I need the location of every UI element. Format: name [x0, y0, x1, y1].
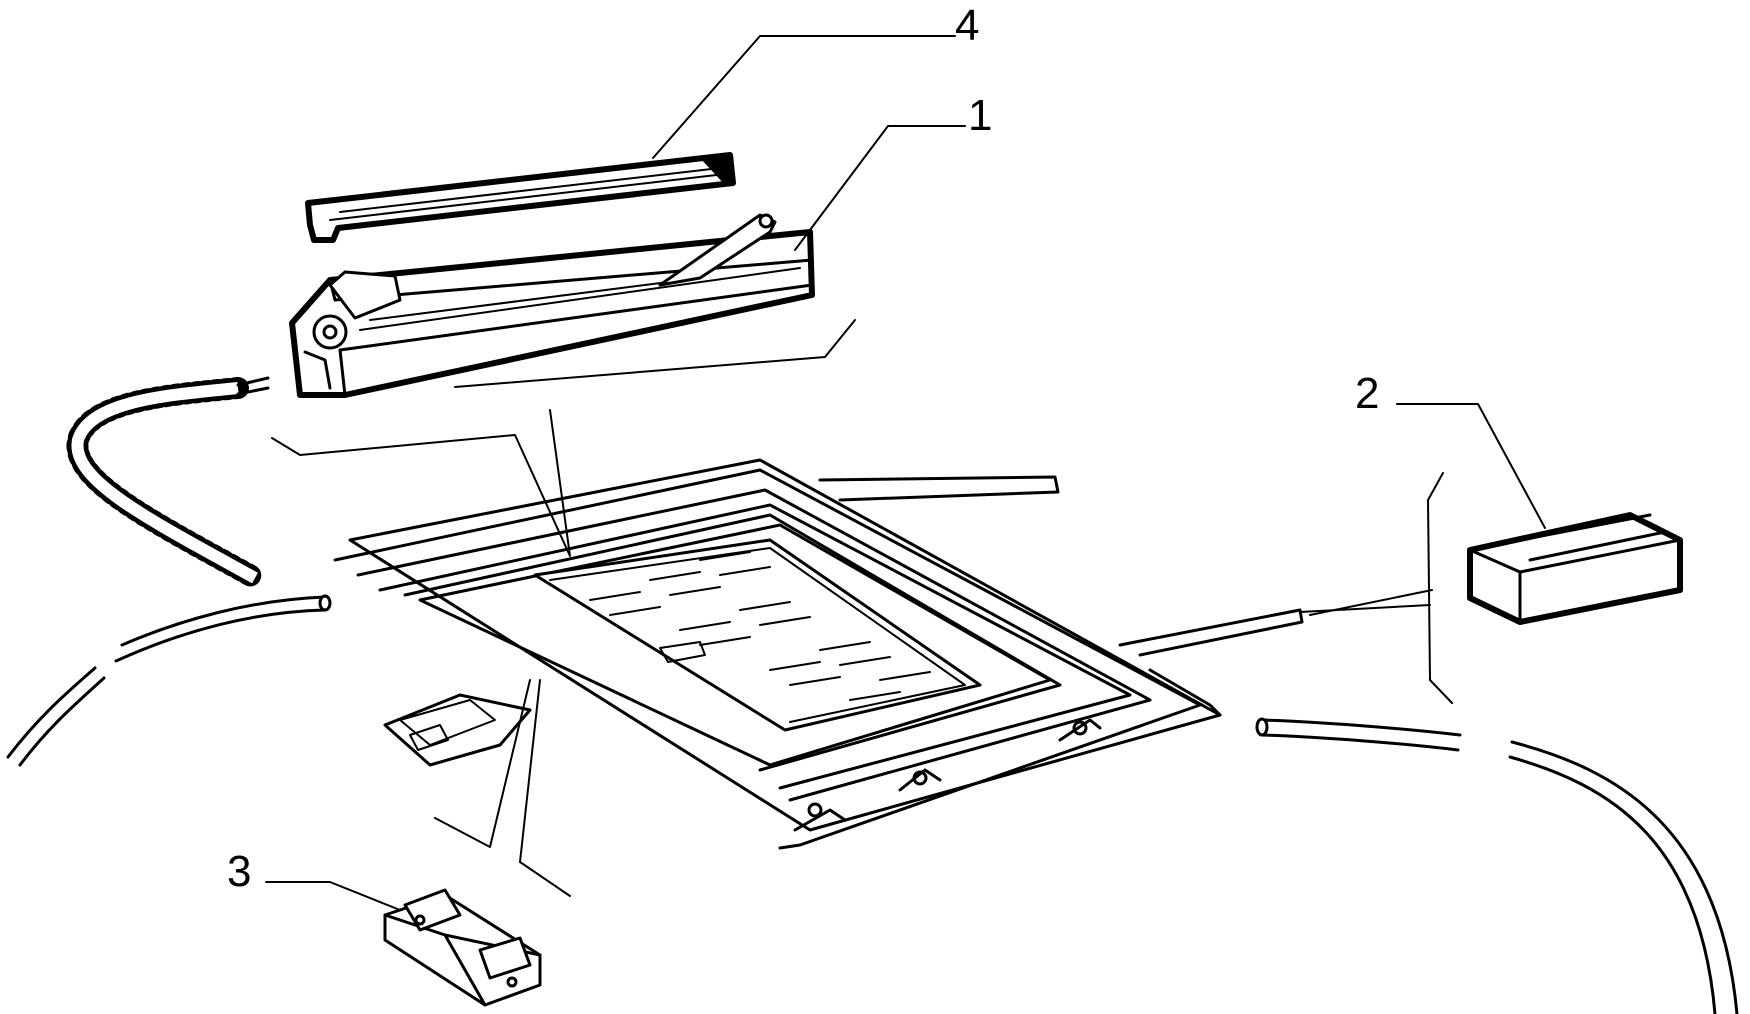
- callout-label-4: 4: [955, 1, 979, 50]
- lower-bracket-assembly: [383, 693, 532, 767]
- part-1-drive-housing: [289, 213, 815, 398]
- drain-hose-left: [6, 594, 332, 767]
- drive-cable-left: [66, 376, 270, 589]
- part-2-block: [1467, 512, 1683, 625]
- sunroof-frame: [333, 458, 1304, 850]
- callout-label-2: 2: [1355, 369, 1379, 418]
- callout-label-1: 1: [968, 91, 992, 140]
- drain-hose-right: [1255, 717, 1739, 1014]
- part-3-clip: [383, 888, 542, 1007]
- leader-lines: [265, 35, 1546, 911]
- part-4-trim-strip: [305, 152, 736, 243]
- callout-label-3: 3: [227, 847, 251, 896]
